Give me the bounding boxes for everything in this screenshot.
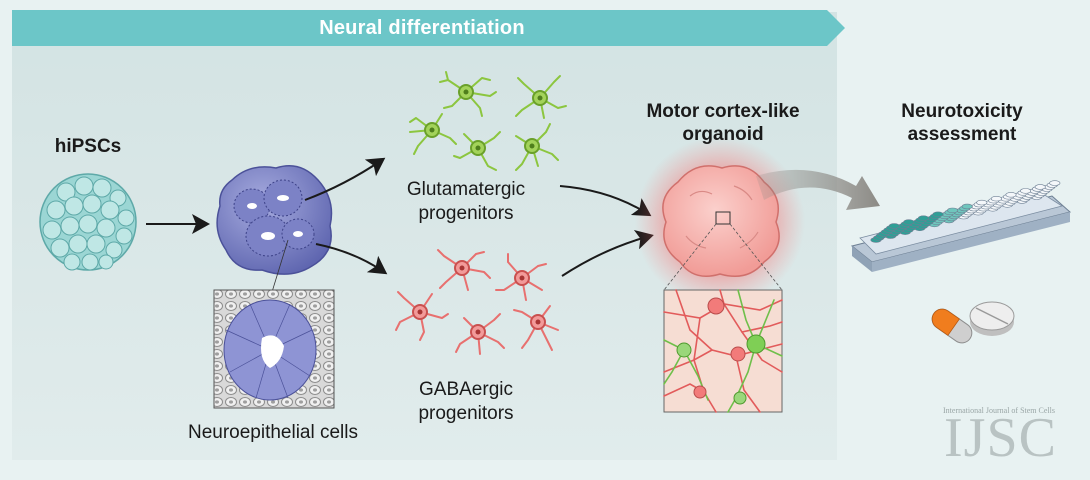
journal-logo: IJSC	[944, 407, 1057, 469]
arrow-icon	[561, 229, 654, 277]
arrow-icon	[304, 157, 386, 201]
label-neurotoxicity-line2: assessment	[907, 124, 1017, 145]
journal-name: International Journal of Stem Cells	[943, 406, 1055, 415]
label-neurotoxicity-line1: Neurotoxicity	[901, 101, 1023, 122]
zoom-line	[271, 239, 289, 293]
zoom-line	[663, 223, 717, 291]
label-organoid-line1: Motor cortex-like	[646, 101, 800, 122]
capsule-icon	[931, 308, 973, 344]
banner-title: Neural differentiation	[319, 17, 525, 39]
organoid	[635, 137, 805, 307]
label-glutamatergic-line2: progenitors	[418, 203, 514, 224]
label-neurotoxicity: Neurotoxicity assessment	[882, 100, 1042, 146]
well-plate-icon	[850, 180, 1072, 272]
arrow-icon	[315, 243, 388, 275]
label-hipscs: hiPSCs	[54, 136, 122, 157]
glutamatergic-neurons	[409, 71, 567, 171]
gabaergic-neurons	[395, 249, 559, 355]
arrow-icon	[559, 185, 652, 217]
neuroepithelial-sphere	[216, 165, 333, 275]
label-glutamatergic: Glutamatergic progenitors	[396, 178, 536, 226]
arrow-icon	[756, 169, 880, 210]
organoid-zoom-box	[663, 289, 783, 413]
neuroepithelial-zoom-box	[213, 289, 335, 409]
label-gabaergic-line2: progenitors	[418, 403, 514, 424]
label-gabaergic-line1: GABAergic	[419, 379, 513, 400]
banner-arrow	[12, 10, 845, 46]
zoom-line	[729, 223, 783, 291]
tablet-icon	[969, 301, 1015, 336]
hipsc-cluster	[39, 173, 137, 271]
label-glutamatergic-line1: Glutamatergic	[406, 179, 526, 200]
label-neuroepithelial: Neuroepithelial cells	[187, 422, 359, 443]
label-organoid-line2: organoid	[682, 124, 764, 145]
label-gabaergic: GABAergic progenitors	[396, 378, 536, 426]
label-organoid: Motor cortex-like organoid	[618, 100, 828, 146]
